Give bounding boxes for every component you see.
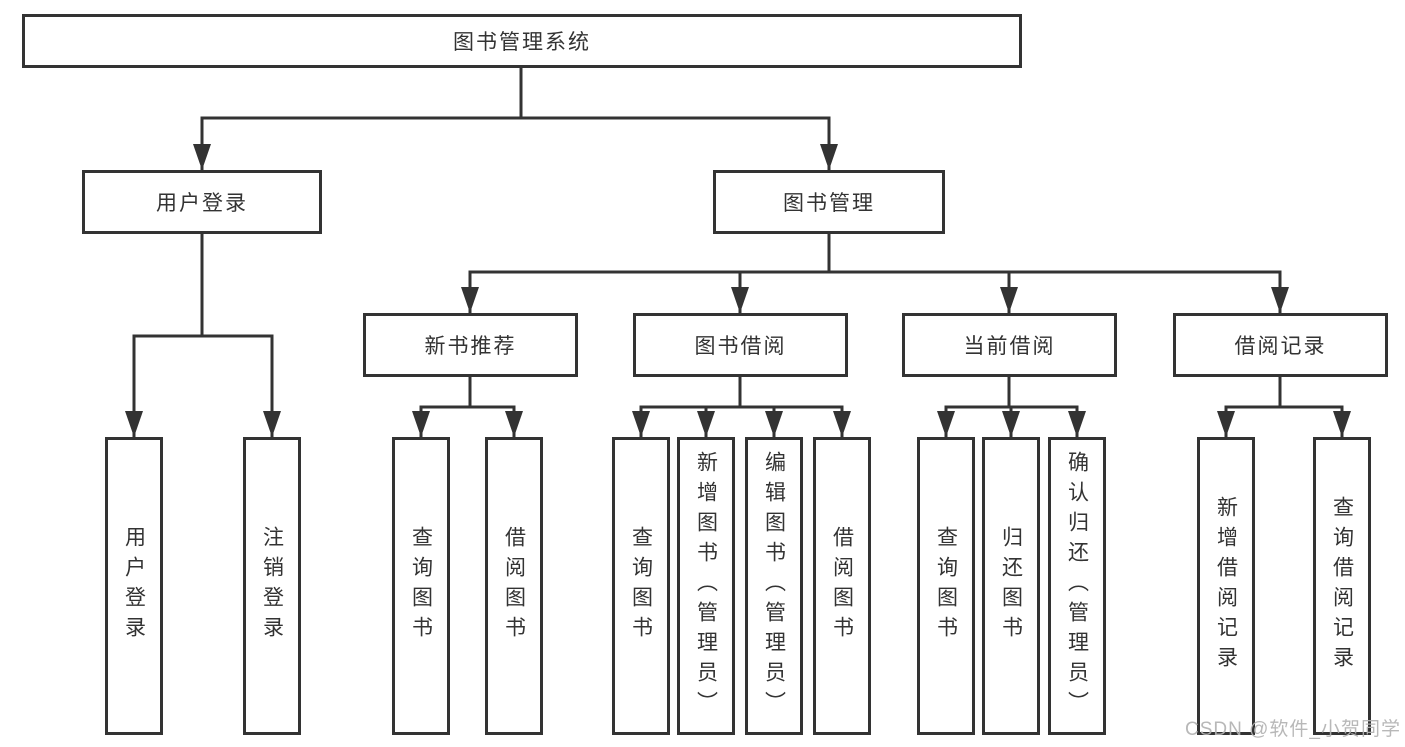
node-borrowing-records-label: 借阅记录 — [1234, 335, 1327, 358]
leaf-confirm-return-admin: 确认归还（管理员） — [1048, 437, 1106, 735]
node-new-book-recommendation: 新书推荐 — [363, 313, 578, 377]
leaf-recommend-borrow-books-label: 借阅图书 — [502, 526, 526, 646]
node-book-borrowing-label: 图书借阅 — [694, 335, 787, 358]
leaf-add-book-admin-label: 新增图书（管理员） — [694, 451, 718, 721]
leaf-confirm-return-admin-label: 确认归还（管理员） — [1065, 451, 1089, 721]
leaf-user-login: 用户登录 — [105, 437, 163, 735]
leaf-logout-login-label: 注销登录 — [260, 526, 284, 646]
leaf-logout-login: 注销登录 — [243, 437, 301, 735]
leaf-edit-book-admin: 编辑图书（管理员） — [745, 437, 803, 735]
node-library-system-label: 图书管理系统 — [453, 31, 591, 54]
leaf-query-borrow-record-label: 查询借阅记录 — [1330, 496, 1354, 676]
leaf-recommend-borrow-books: 借阅图书 — [485, 437, 543, 735]
node-user-login: 用户登录 — [82, 170, 322, 234]
leaf-recommend-query-books: 查询图书 — [392, 437, 450, 735]
leaf-edit-book-admin-label: 编辑图书（管理员） — [762, 451, 786, 721]
leaf-borrow-books: 借阅图书 — [813, 437, 871, 735]
leaf-return-books-label: 归还图书 — [999, 526, 1023, 646]
leaf-return-books: 归还图书 — [982, 437, 1040, 735]
node-book-borrowing: 图书借阅 — [633, 313, 848, 377]
leaf-borrow-query-books-label: 查询图书 — [629, 526, 653, 646]
node-current-borrowing-label: 当前借阅 — [963, 335, 1056, 358]
node-current-borrowing: 当前借阅 — [902, 313, 1117, 377]
node-book-management: 图书管理 — [713, 170, 945, 234]
leaf-recommend-query-books-label: 查询图书 — [409, 526, 433, 646]
leaf-query-borrow-record: 查询借阅记录 — [1313, 437, 1371, 735]
leaf-add-borrow-record-label: 新增借阅记录 — [1214, 496, 1238, 676]
leaf-borrow-books-label: 借阅图书 — [830, 526, 854, 646]
leaf-add-book-admin: 新增图书（管理员） — [677, 437, 735, 735]
leaf-current-query-books-label: 查询图书 — [934, 526, 958, 646]
node-borrowing-records: 借阅记录 — [1173, 313, 1388, 377]
node-library-system: 图书管理系统 — [22, 14, 1022, 68]
leaf-borrow-query-books: 查询图书 — [612, 437, 670, 735]
leaf-current-query-books: 查询图书 — [917, 437, 975, 735]
node-new-book-recommendation-label: 新书推荐 — [424, 335, 517, 358]
node-book-management-label: 图书管理 — [783, 192, 875, 215]
node-user-login-label: 用户登录 — [156, 192, 248, 215]
csdn-watermark: CSDN @软件_小贺同学 — [1185, 719, 1401, 740]
leaf-user-login-label: 用户登录 — [122, 526, 146, 646]
leaf-add-borrow-record: 新增借阅记录 — [1197, 437, 1255, 735]
